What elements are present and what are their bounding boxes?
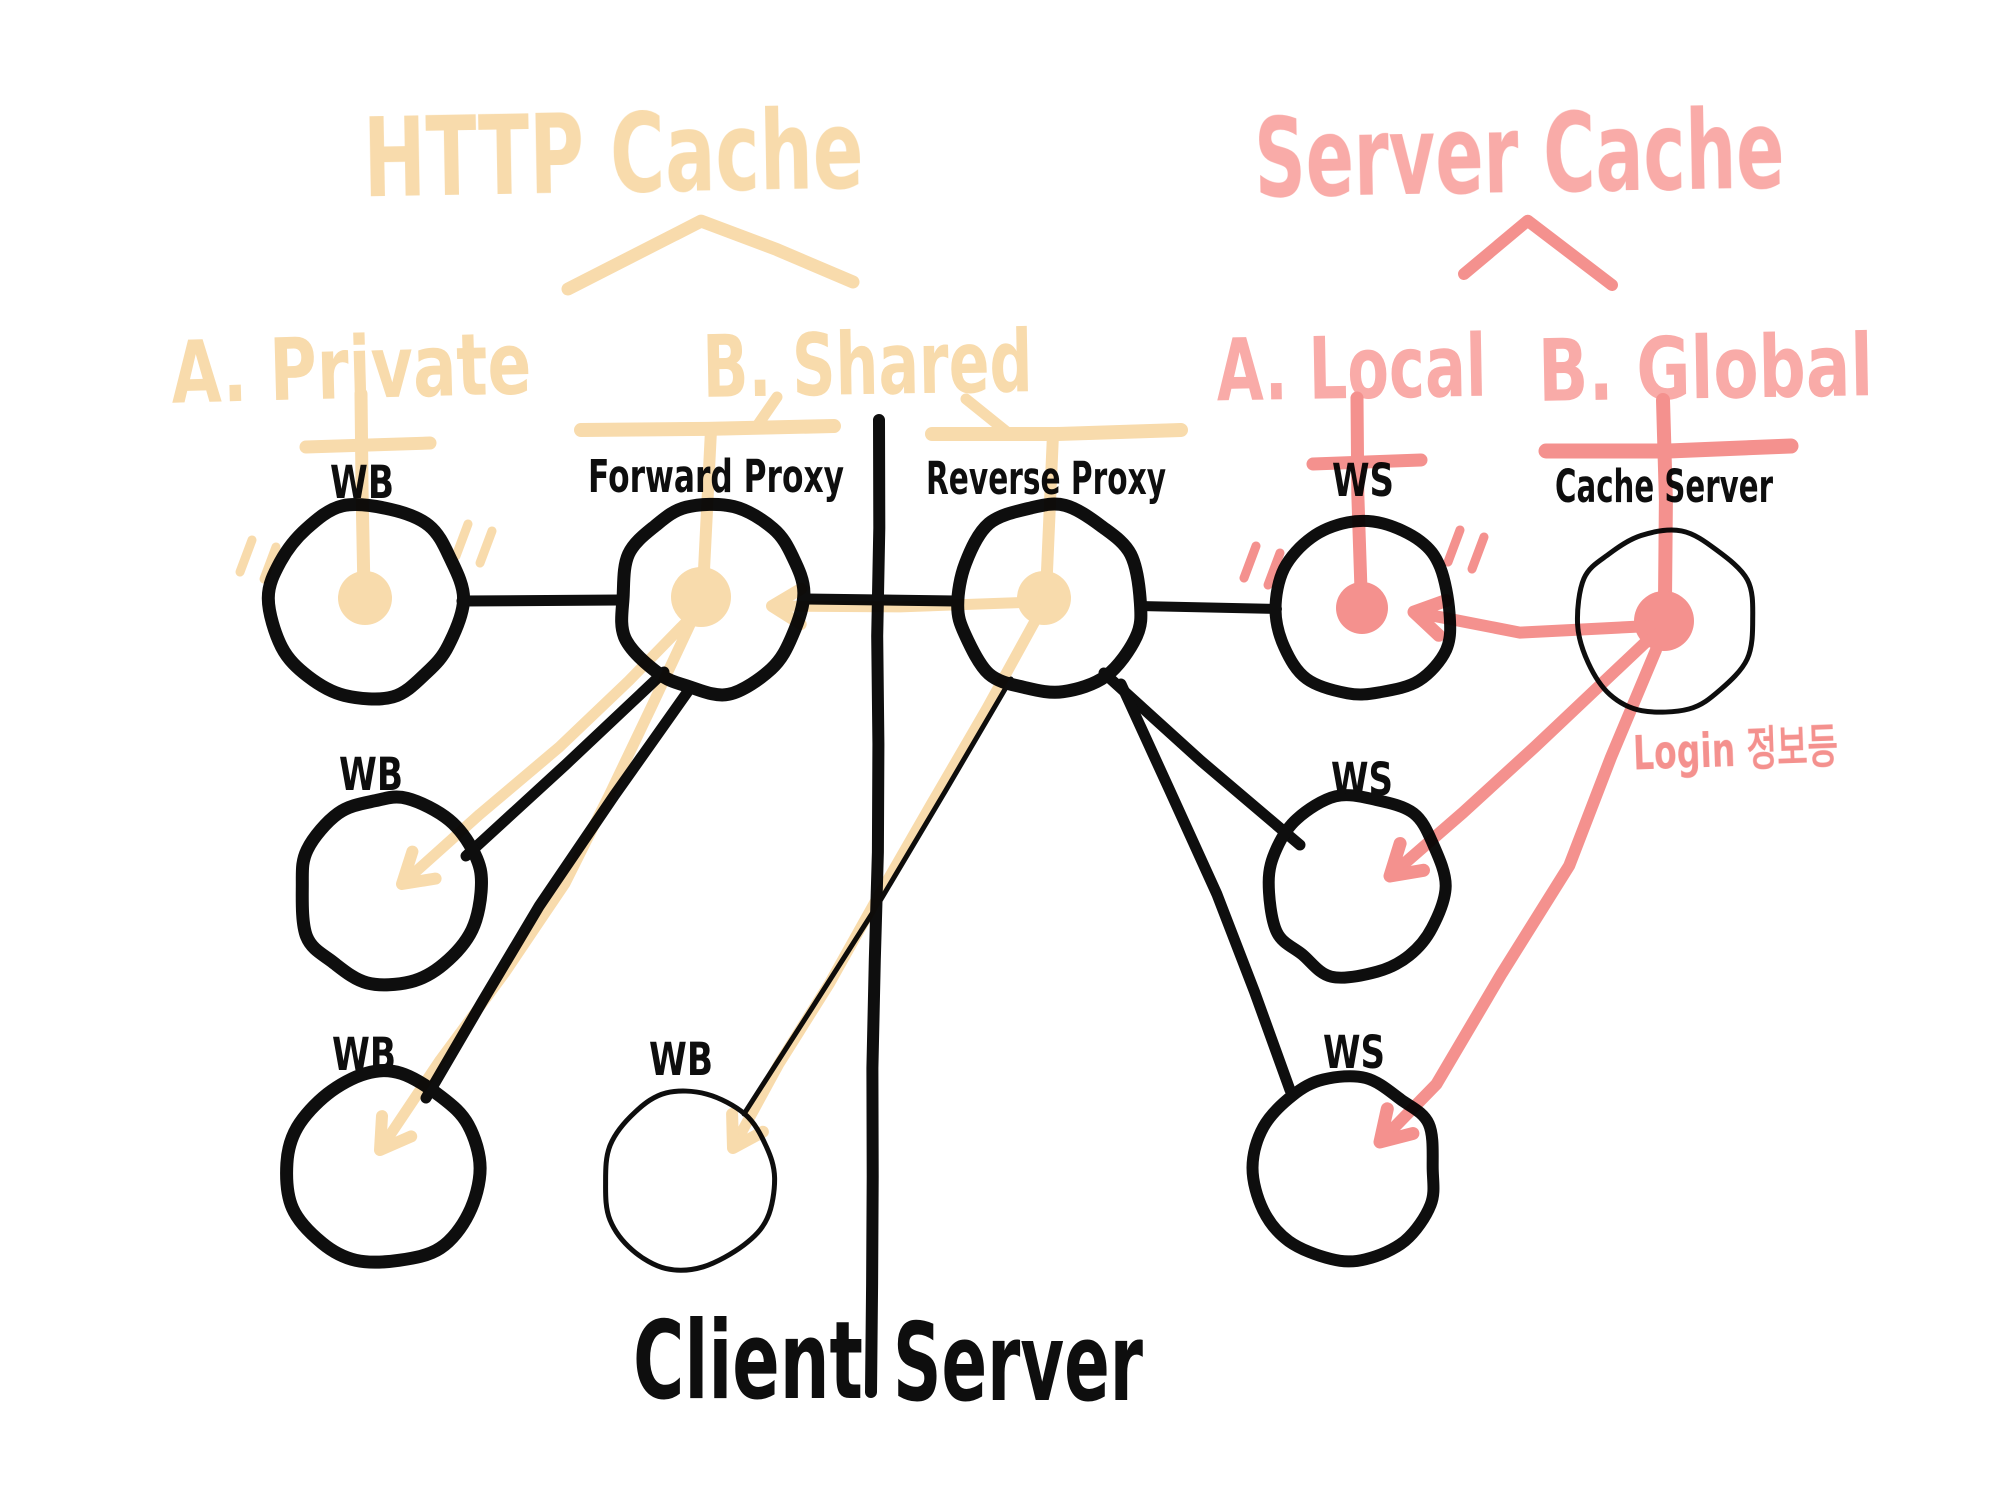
- node-wb-4: [603, 1088, 778, 1273]
- node-wb-2-label: WB: [339, 748, 403, 801]
- node-wb-4-label: WB: [649, 1033, 713, 1086]
- http-cache-annotation-layer: HTTP Cache A. Private B. Shared: [170, 86, 1188, 1156]
- arrow-rp-to-fp-head: [766, 582, 808, 631]
- arrow-rp-to-wb4-head: [726, 1108, 769, 1154]
- node-ws-2-label: WS: [1331, 753, 1393, 806]
- arrow-rp-to-fp: [766, 596, 1042, 613]
- edge-rp-ws1: [1136, 601, 1282, 614]
- node-forward-proxy: [615, 497, 811, 702]
- global-drop-line: [1656, 393, 1673, 607]
- arrow-fp-to-wb3: [374, 610, 700, 1156]
- node-wb-1: [261, 497, 471, 706]
- wb1-quote-right: [451, 519, 473, 561]
- http-cache-caret: [561, 214, 860, 296]
- ws1-quote-right: [1467, 532, 1489, 574]
- arrow-fp-to-wb3-head: [374, 1110, 418, 1156]
- http-cache-title: HTTP Cache: [362, 86, 864, 223]
- rp-drop-line: [1040, 428, 1059, 600]
- wb1-quote-left: [259, 542, 281, 584]
- arrow-fp-to-wb2-head: [396, 845, 442, 890]
- arrow-rp-to-wb4: [727, 606, 1046, 1154]
- arrow-cs-to-ws1: [1408, 606, 1656, 639]
- edge-rp-ws3: [1115, 678, 1296, 1096]
- local-crossbar: [1306, 453, 1428, 471]
- arrow-fp-to-wb2: [396, 606, 702, 890]
- wb1-quote-right: [475, 526, 497, 568]
- ws1-quote-left: [1239, 541, 1261, 583]
- server-cache-caret: [1458, 214, 1618, 291]
- ws1-quote-left: [1263, 548, 1285, 590]
- ws1-cache-dot: [1336, 582, 1388, 634]
- node-ws-2: [1262, 789, 1452, 984]
- wb1-quote-left: [235, 535, 257, 577]
- black-text-layer: Client Server: [633, 1299, 1143, 1426]
- fp-drop-line: [697, 424, 717, 596]
- login-info-note: Login 정보등: [1632, 719, 1839, 781]
- label-a-private: A. Private: [170, 314, 532, 423]
- label-b-global: B. Global: [1537, 316, 1874, 422]
- local-drop-line: [1350, 391, 1368, 597]
- fp-cache-dot: [671, 567, 731, 627]
- node-wb-2: [295, 790, 488, 992]
- client-label: Client: [633, 1299, 863, 1424]
- arrow-cs-to-ws3: [1374, 644, 1662, 1148]
- private-drop-line: [354, 387, 371, 599]
- label-b-shared: B. Shared: [702, 312, 1034, 418]
- edge-wb1-fp: [456, 594, 626, 607]
- arrow-cs-to-ws3-head: [1373, 1102, 1420, 1149]
- rp-cache-dot: [1017, 571, 1071, 625]
- arrow-cs-to-ws2-head: [1383, 837, 1430, 883]
- server-cache-title: Server Cache: [1253, 85, 1785, 222]
- arrow-cs-to-ws1-head: [1407, 594, 1453, 642]
- arrow-cs-to-ws2: [1384, 634, 1654, 882]
- ws1-quote-right: [1443, 525, 1465, 567]
- edge-fp-wb2: [460, 666, 670, 862]
- wb1-cache-dot: [338, 571, 392, 625]
- node-ws-3-label: WS: [1323, 1026, 1385, 1079]
- node-wb-3-label: WB: [332, 1028, 396, 1081]
- node-ws-1: [1269, 514, 1457, 701]
- server-cache-annotation-layer: Server Cache A. Local B. Global Login 정보…: [1216, 85, 1874, 1149]
- node-forward-proxy-label: Forward Proxy: [588, 450, 844, 503]
- server-label: Server: [893, 1301, 1143, 1426]
- node-wb-3: [280, 1064, 487, 1269]
- node-ws-3: [1246, 1070, 1440, 1268]
- edge-rp-ws2: [1098, 667, 1306, 851]
- shared-branch-right: [960, 393, 1013, 438]
